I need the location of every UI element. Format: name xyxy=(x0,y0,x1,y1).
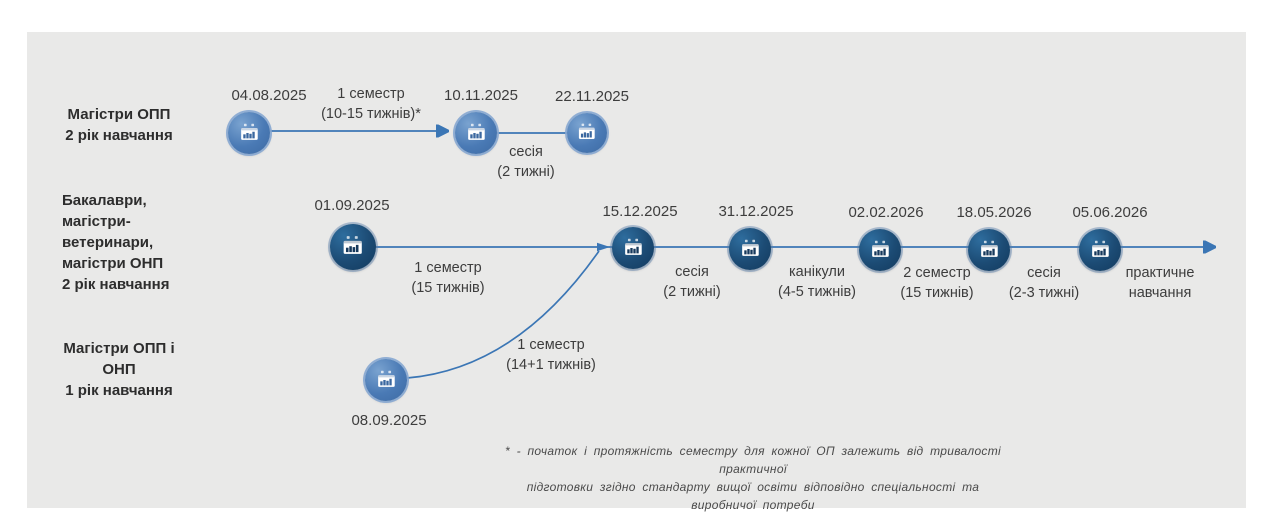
timeline-node-18-05-2026 xyxy=(968,229,1010,271)
segment-detail: (4-5 тижнів) xyxy=(777,283,857,300)
timeline-node-05-06-2026 xyxy=(1079,229,1121,271)
node-date: 08.09.2025 xyxy=(351,412,427,429)
node-date: 15.12.2025 xyxy=(602,203,678,220)
calendar-chart-icon xyxy=(1091,240,1109,257)
segment-title: 1 семестр xyxy=(414,260,482,276)
mid-arrowhead xyxy=(597,242,610,252)
segment-label: 1 семестр (14+1 тижнів) xyxy=(506,336,596,375)
row-label-masters-opp-2: Магістри ОПП 2 рік навчання xyxy=(65,106,173,144)
segment-label: практичне навчання xyxy=(1126,264,1195,303)
segment-title: сесія xyxy=(1027,265,1061,281)
segment-label: канікули (4-5 тижнів) xyxy=(778,263,856,302)
timeline-node-01-09-2025 xyxy=(330,224,376,270)
timeline-panel xyxy=(27,32,1246,508)
segment-detail: (2 тижні) xyxy=(497,163,555,180)
segment-title: сесія xyxy=(675,264,709,280)
row-label-masters-opp-onp-1: Магістри ОПП і ОНП 1 рік навчання xyxy=(63,340,175,399)
segment-label: сесія (2-3 тижні) xyxy=(1009,264,1079,303)
node-date: 02.02.2026 xyxy=(848,204,924,221)
segment-label: сесія (2 тижні) xyxy=(663,263,720,302)
node-date: 18.05.2026 xyxy=(956,204,1032,221)
row-label-bachelors-2: Бакалаври, магістри- ветеринари, магістр… xyxy=(62,192,170,293)
node-date: 31.12.2025 xyxy=(718,203,794,220)
segment-title: 1 семестр xyxy=(517,337,585,353)
calendar-chart-icon xyxy=(871,240,889,257)
calendar-chart-icon xyxy=(980,240,998,257)
segment-detail: (10-15 тижнів)* xyxy=(321,105,421,122)
timeline-node-22-11-2025 xyxy=(567,113,607,153)
calendar-chart-icon xyxy=(377,370,395,387)
segment-detail: (2-3 тижні) xyxy=(1008,284,1080,301)
segment-title: сесія xyxy=(509,144,543,160)
timeline-node-31-12-2025 xyxy=(729,228,771,270)
segment-title: канікули xyxy=(789,264,845,280)
calendar-chart-icon xyxy=(741,239,759,256)
timeline-node-15-12-2025 xyxy=(612,227,654,269)
timeline-node-02-02-2026 xyxy=(859,229,901,271)
timeline-node-08-09-2025 xyxy=(365,359,407,401)
segment-label: 2 семестр (15 тижнів) xyxy=(900,264,973,303)
calendar-chart-icon xyxy=(467,123,485,140)
calendar-chart-icon xyxy=(624,238,642,255)
calendar-chart-icon xyxy=(343,236,363,255)
segment-label: сесія (2 тижні) xyxy=(497,143,554,182)
calendar-chart-icon xyxy=(240,123,258,140)
timeline-node-04-08-2025 xyxy=(228,112,270,154)
footnote: * - початок і протяжність семестру для к… xyxy=(505,444,1001,512)
segment-label: 1 семестр (10-15 тижнів)* xyxy=(321,85,421,124)
segment-title: практичне xyxy=(1125,265,1195,281)
connector-row3-curve xyxy=(406,250,600,379)
segment-detail: (15 тижнів) xyxy=(900,284,974,301)
segment-title: 1 семестр xyxy=(337,86,405,102)
segment-label: 1 семестр (15 тижнів) xyxy=(411,259,484,298)
node-date: 22.11.2025 xyxy=(555,88,629,105)
segment-detail: (15 тижнів) xyxy=(411,279,485,296)
node-date: 04.08.2025 xyxy=(231,87,307,104)
segment-detail: навчання xyxy=(1128,284,1192,301)
node-date: 10.11.2025 xyxy=(444,87,518,104)
calendar-chart-icon xyxy=(579,123,595,140)
node-date: 05.06.2026 xyxy=(1072,204,1148,221)
segment-title: 2 семестр xyxy=(903,265,971,281)
segment-detail: (2 тижні) xyxy=(663,283,721,300)
node-date: 01.09.2025 xyxy=(314,197,390,214)
segment-detail: (14+1 тижнів) xyxy=(506,356,596,373)
timeline-node-10-11-2025 xyxy=(455,112,497,154)
